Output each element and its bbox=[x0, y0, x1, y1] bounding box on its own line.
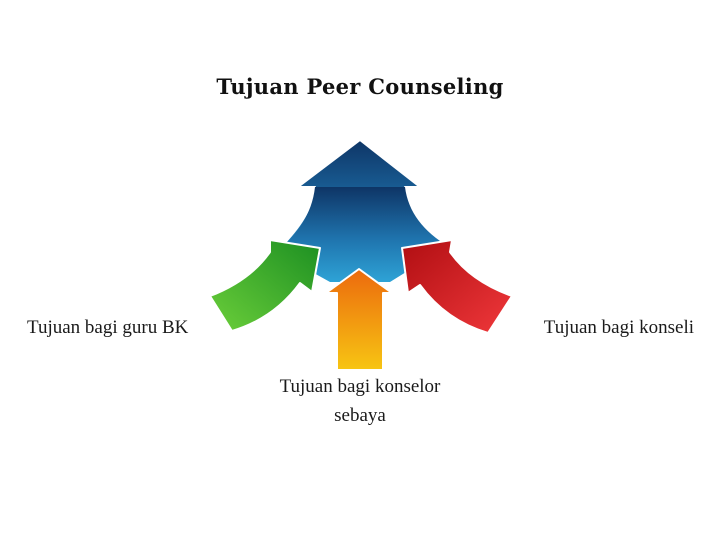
red-arrow bbox=[401, 239, 513, 334]
orange-arrow-up bbox=[325, 268, 393, 371]
label-konselor-line1: Tujuan bagi konselor bbox=[279, 376, 441, 397]
green-arrow bbox=[209, 239, 321, 332]
diagram-title: Tujuan Peer Counseling bbox=[216, 74, 504, 99]
label-konselor-sebaya: Tujuan bagi konselor sebaya bbox=[210, 372, 510, 430]
label-konselor-line2: sebaya bbox=[334, 405, 386, 426]
label-konseli: Tujuan bagi konseli bbox=[543, 317, 694, 338]
label-guru-bk: Tujuan bagi guru BK bbox=[27, 317, 189, 338]
